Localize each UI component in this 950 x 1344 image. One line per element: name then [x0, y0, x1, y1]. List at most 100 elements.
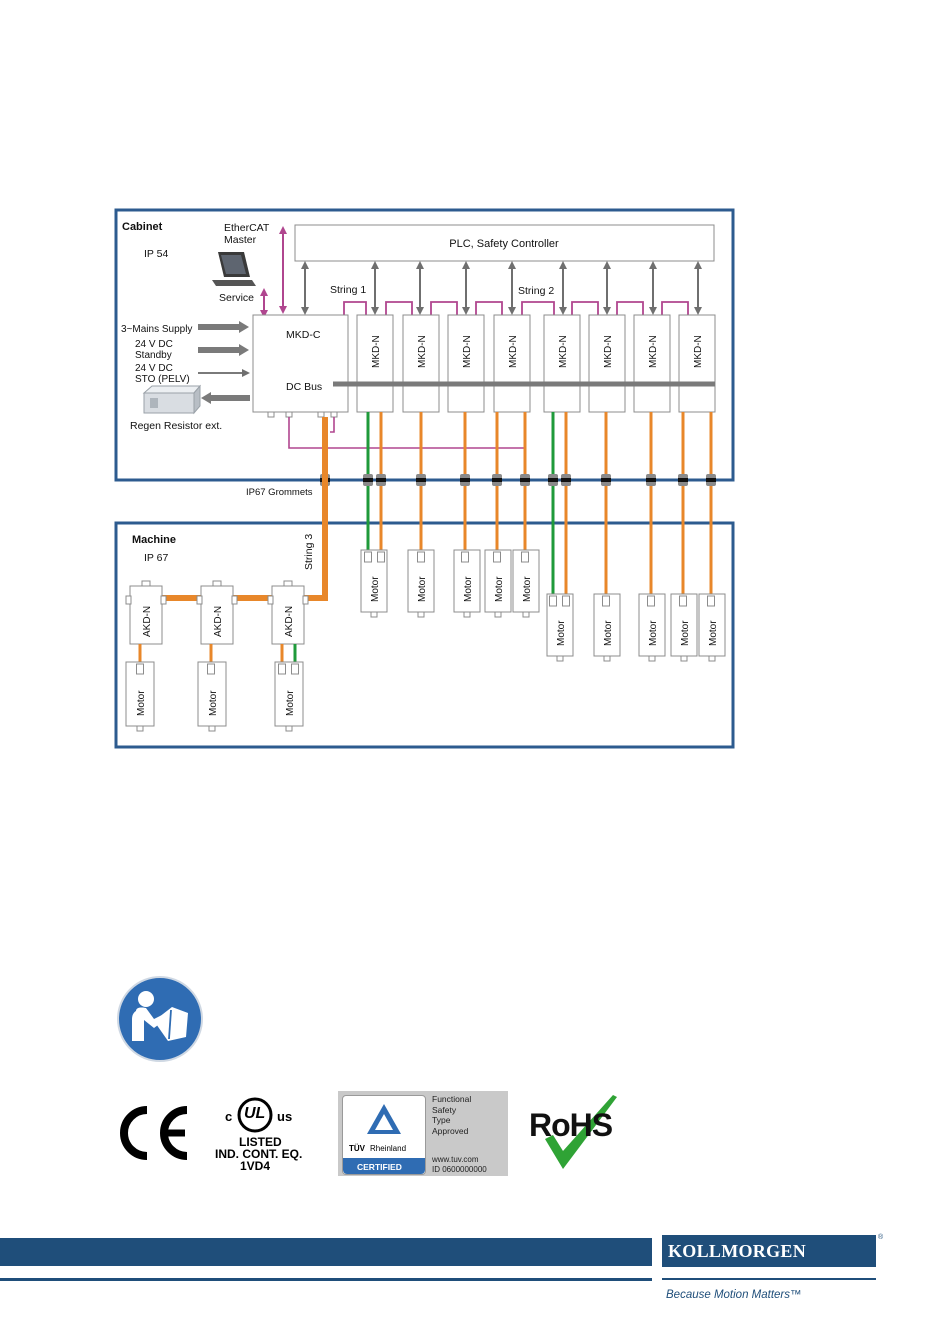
grommet-band — [416, 478, 426, 482]
akd-n-port — [231, 595, 238, 605]
motor-shaft — [648, 655, 656, 662]
akd-n-label: AKD-N — [213, 606, 224, 637]
grommet-band — [678, 478, 688, 482]
akd-n-connector — [141, 580, 151, 587]
mkd-n-label: MKD-N — [558, 335, 569, 368]
tuv-text-3: Type — [432, 1115, 451, 1125]
tuv-name-b: Rheinland — [370, 1144, 407, 1153]
sto-label-2: STO (PELV) — [135, 374, 190, 385]
mkd-n-label: MKD-N — [603, 335, 614, 368]
mkd-c-module — [252, 314, 349, 413]
grommet-band — [548, 478, 558, 482]
grommet-band — [646, 478, 656, 482]
ul-code-text: 1VD4 — [240, 1159, 271, 1173]
tuv-certified-icon: TÜV Rheinland CERTIFIED Functional Safet… — [338, 1091, 508, 1176]
akd-n-connector — [283, 580, 293, 587]
ethercat-link — [475, 301, 503, 315]
motor-plug — [647, 595, 655, 607]
ethercat-master-label-1: EtherCAT — [224, 222, 270, 234]
grommet-band — [520, 478, 530, 482]
motor-shaft — [463, 611, 471, 618]
standby-label-2: Standby — [135, 350, 172, 361]
motor-label: Motor — [556, 620, 567, 646]
ce-mark-icon — [120, 1106, 188, 1160]
string-3-cable — [304, 417, 328, 601]
motor-plug — [521, 551, 529, 563]
motor-label: Motor — [680, 620, 691, 646]
mkd-n-module — [678, 314, 716, 413]
mains-supply-label: 3~Mains Supply — [121, 324, 192, 335]
motor-label: Motor — [417, 576, 428, 602]
motor-shaft — [208, 725, 216, 732]
motor-label: Motor — [708, 620, 719, 646]
motor-label: Motor — [136, 690, 147, 716]
akd-n-port — [267, 595, 274, 605]
string-1-label: String 1 — [330, 284, 366, 296]
motor-plug — [291, 663, 299, 675]
kollmorgen-logo: KOLLMORGEN — [662, 1235, 876, 1267]
string-2-label: String 2 — [518, 285, 554, 297]
motor-label: Motor — [522, 576, 533, 602]
grommet-band — [363, 478, 373, 482]
read-manual-icon — [117, 976, 203, 1062]
cabinet-ip: IP 54 — [144, 248, 168, 260]
grommet-band — [492, 478, 502, 482]
mkd-n-module — [633, 314, 671, 413]
plc-label: PLC, Safety Controller — [449, 238, 559, 250]
machine-ip: IP 67 — [144, 552, 168, 564]
akd-n-port — [196, 595, 203, 605]
ul-listed-text: LISTED — [239, 1135, 282, 1149]
motor-plug — [278, 663, 286, 675]
sto-feedback-line-2 — [330, 417, 335, 433]
motor-label: Motor — [208, 690, 219, 716]
string-3-label: String 3 — [303, 534, 315, 570]
mkd-c-label: MKD-C — [286, 329, 321, 341]
ethercat-link — [571, 301, 599, 315]
mkd-n-label: MKD-N — [417, 335, 428, 368]
grommet-band — [460, 478, 470, 482]
motor-label: Motor — [494, 576, 505, 602]
motor-plug — [377, 551, 385, 563]
ethercat-master-label-2: Master — [224, 234, 257, 246]
motor-shaft — [417, 611, 425, 618]
ul-c-text: c — [225, 1109, 233, 1124]
tuv-name-a: TÜV — [349, 1144, 365, 1153]
standby-label-1: 24 V DC — [135, 339, 173, 350]
motor-plug — [461, 551, 469, 563]
akd-n-port — [125, 595, 132, 605]
grommet-band — [561, 478, 571, 482]
regen-resistor-icon — [142, 384, 202, 415]
motor-shaft — [680, 655, 688, 662]
motor-shaft — [285, 725, 293, 732]
mkd-n-module — [447, 314, 485, 413]
motor-shaft — [556, 655, 564, 662]
motor-plug — [493, 551, 501, 563]
ethercat-link — [385, 301, 413, 315]
ethercat-link — [521, 301, 555, 315]
mkd-n-module — [588, 314, 626, 413]
akd-n-port — [160, 595, 167, 605]
tuv-text-2: Safety — [432, 1104, 457, 1115]
machine-title: Machine — [132, 534, 176, 546]
grommet-band — [706, 478, 716, 482]
akd-n-connector — [212, 580, 222, 587]
motor-label: Motor — [370, 576, 381, 602]
ethercat-link — [661, 301, 689, 315]
ul-eq-text: IND. CONT. EQ. — [215, 1147, 303, 1161]
motor-plug — [562, 595, 570, 607]
motor-plug — [707, 595, 715, 607]
dc-bus-label: DC Bus — [286, 381, 322, 393]
motor-shaft — [370, 611, 378, 618]
ul-listed-icon: c UL us LISTED IND. CONT. EQ. 1VD4 — [213, 1097, 303, 1173]
akd-n-module — [129, 585, 163, 645]
footer-tagline: Because Motion Matters™ — [666, 1289, 802, 1301]
motor-shaft — [522, 611, 530, 618]
motor-plug — [136, 663, 144, 675]
mkd-n-label: MKD-N — [693, 335, 704, 368]
rohs-check-icon: RoHS — [527, 1095, 632, 1171]
regen-label: Regen Resistor ext. — [130, 420, 222, 432]
tuv-url: www.tuv.com — [432, 1155, 479, 1164]
motor-label: Motor — [285, 690, 296, 716]
grommets-label: IP67 Grommets — [246, 487, 313, 498]
motor-plug — [679, 595, 687, 607]
